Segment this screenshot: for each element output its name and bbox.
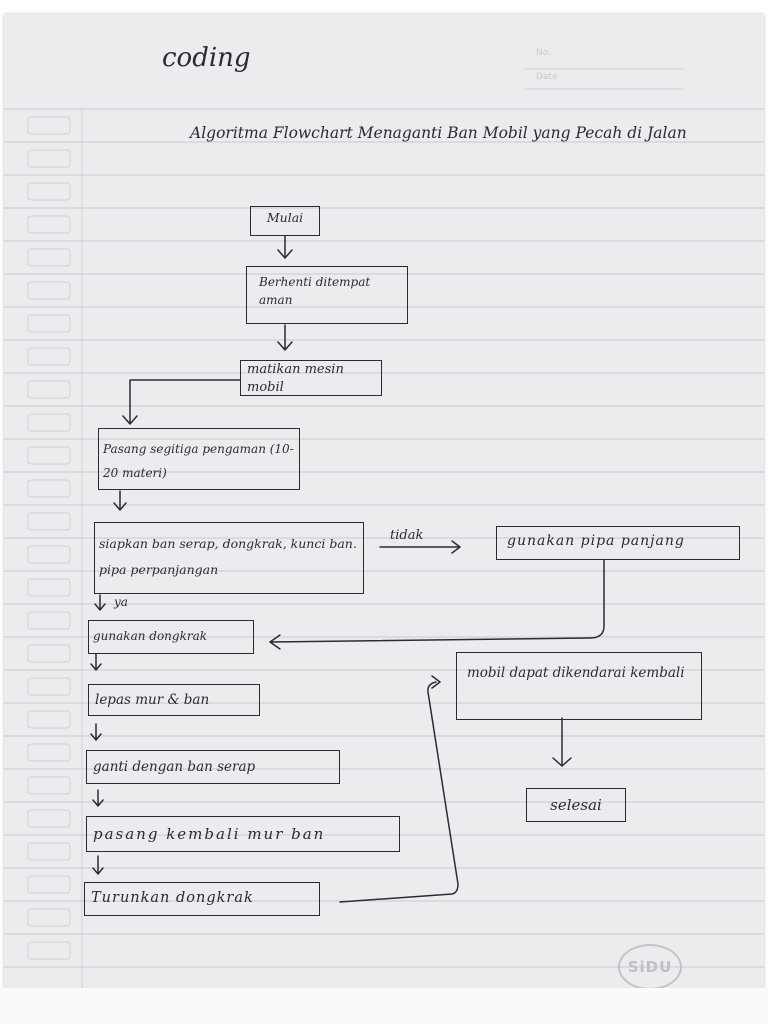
- arrow-turunkan-kendarai: [339, 675, 459, 903]
- margin-box: [27, 809, 71, 828]
- node-gunakan-pipa: gunakan pipa panjang: [496, 526, 740, 560]
- arrow-pipa-dongkrak: [269, 559, 605, 650]
- arrow-pasang-turunkan: [92, 855, 104, 875]
- margin-box: [27, 281, 71, 300]
- arrow-dongkrak-lepas: [90, 653, 102, 671]
- page-title: coding: [162, 43, 251, 73]
- arrow-ya: [94, 594, 106, 611]
- margin-box: [27, 116, 71, 135]
- node-lepas-mur: lepas mur & ban: [88, 684, 260, 716]
- margin-box: [27, 182, 71, 201]
- margin-box: [27, 347, 71, 366]
- header-no-label: No.: [536, 48, 551, 58]
- arrow-ganti-pasang: [92, 789, 104, 807]
- margin-box: [27, 677, 71, 696]
- margin-box: [27, 512, 71, 531]
- margin-box: [27, 875, 71, 894]
- arrow-kendarai-selesai: [552, 717, 572, 767]
- arrow-tidak: [379, 540, 461, 554]
- notebook-page: coding No. Date Algoritma Flowchart Mena…: [4, 14, 764, 988]
- arrow-lepas-ganti: [90, 723, 102, 741]
- margin-box: [27, 644, 71, 663]
- margin-box: [27, 908, 71, 927]
- margin-box: [27, 941, 71, 960]
- margin-box: [27, 743, 71, 762]
- node-siapkan: siapkan ban serap, dongkrak, kunci ban. …: [94, 522, 364, 594]
- margin-box: [27, 611, 71, 630]
- page-background: [0, 988, 768, 1024]
- flowchart-connectors: [90, 235, 605, 903]
- margin-box: [27, 248, 71, 267]
- ruled-lines: [4, 68, 764, 988]
- flowchart-heading: Algoritma Flowchart Menaganti Ban Mobil …: [190, 124, 687, 142]
- margin-box: [27, 545, 71, 564]
- arrow-segitiga-siapkan: [113, 490, 127, 511]
- node-pasang-kembali: pasang kembali mur ban: [86, 816, 400, 852]
- header-date-label: Date: [536, 72, 558, 82]
- edge-label-ya: ya: [114, 595, 128, 609]
- node-berhenti: Berhenti ditempat aman: [246, 266, 408, 324]
- margin-box: [27, 776, 71, 795]
- edge-label-tidak: tidak: [390, 528, 424, 543]
- margin-box: [27, 413, 71, 432]
- node-dapat-dikendarai: mobil dapat dikendarai kembali: [456, 652, 702, 720]
- node-pasang-segitiga: Pasang segitiga pengaman (10-20 materi): [98, 428, 300, 490]
- node-matikan-mesin: matikan mesin mobil: [240, 360, 382, 396]
- margin-box: [27, 710, 71, 729]
- node-ganti-ban: ganti dengan ban serap: [86, 750, 340, 784]
- margin-box: [27, 479, 71, 498]
- margin-box: [27, 380, 71, 399]
- sidu-logo: SiDU: [618, 944, 682, 988]
- node-selesai: selesai: [526, 788, 626, 822]
- margin-box: [27, 149, 71, 168]
- margin-box: [27, 578, 71, 597]
- node-gunakan-dongkrak: gunakan dongkrak: [88, 620, 254, 654]
- margin-box: [27, 446, 71, 465]
- margin-box: [27, 842, 71, 861]
- arrow-matikan-segitiga: [122, 379, 241, 425]
- arrow-berhenti-matikan: [277, 324, 293, 351]
- margin-box: [27, 215, 71, 234]
- node-turunkan-dongkrak: Turunkan dongkrak: [84, 882, 320, 916]
- node-mulai: Mulai: [250, 206, 320, 236]
- arrow-mulai-berhenti: [277, 235, 293, 259]
- margin-box: [27, 314, 71, 333]
